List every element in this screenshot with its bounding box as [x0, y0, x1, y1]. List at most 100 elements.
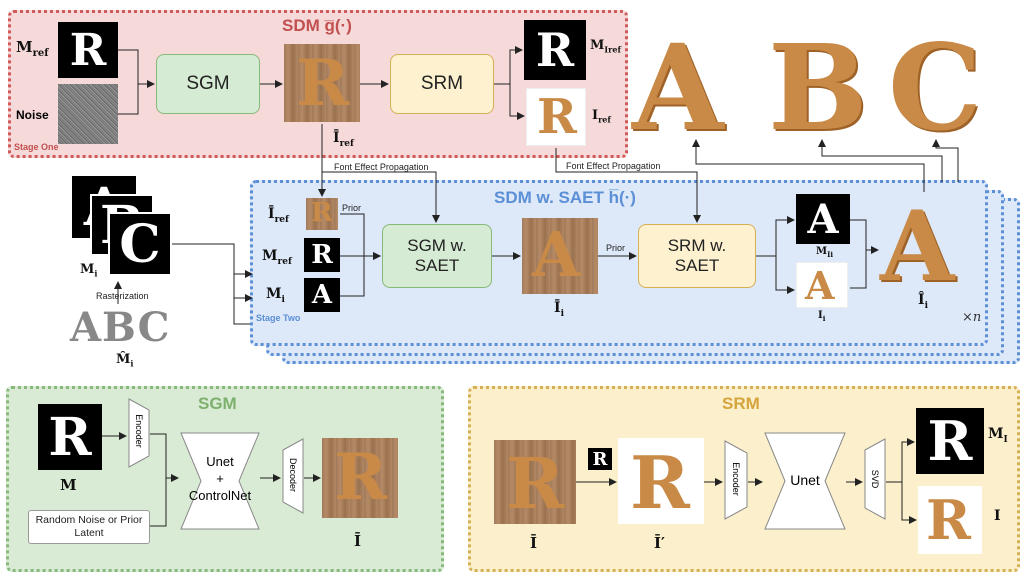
srm-encoder: Encoder: [724, 440, 748, 520]
sgm-detail-title: SGM: [198, 394, 237, 413]
srm-output-mask-label: MI: [988, 426, 1008, 445]
srm-mid-image: R: [618, 438, 704, 524]
arrow-prop-srm: [555, 148, 701, 223]
sgm-output-image: R: [322, 438, 398, 518]
stage-two-final-label: Îi: [918, 292, 928, 311]
sgm-noise-box: Random Noise or Prior Latent: [28, 510, 150, 544]
arrow-srm-to-img: [509, 84, 525, 120]
srm-mid-glyph: R: [630, 440, 690, 524]
stage-two-mref-mask: R: [304, 238, 340, 272]
rasterization-caption: Rasterization: [96, 291, 149, 301]
arrow-srm-to-mask: [494, 46, 523, 85]
stage-two-srm-saet-label: SRM w. SAET: [667, 235, 727, 275]
arrow-raster-to-loop: [233, 298, 250, 325]
arrow-raster-to-mi: [233, 274, 253, 302]
raster-mask-c: C: [108, 212, 172, 276]
stage-one-generated-image: R: [284, 44, 360, 122]
stage-one-output-mask: R: [524, 20, 586, 80]
stage-two-final-image: A: [880, 190, 955, 303]
stage-two-iref-glyph: R: [311, 198, 333, 228]
stage-two-mi-mask: A: [304, 278, 340, 312]
stage-one-out-mask-label: MIref: [590, 38, 621, 55]
sgm-unet: Unet + ControlNet: [180, 432, 260, 530]
arrow-srm2-to-img: [775, 256, 795, 294]
arrow-mref-to-sgm: [118, 49, 155, 88]
stage-one-sgm: SGM: [156, 54, 260, 114]
arrow-srm2-to-mask: [756, 216, 795, 257]
stage-two-generated-glyph: A: [532, 218, 581, 291]
stage-two-output-croissant-glyph: A: [805, 263, 835, 308]
srm-small-mask: R: [588, 448, 612, 470]
sgm-noise-box-label: Random Noise or Prior Latent: [35, 513, 143, 539]
stage-two-gen-label: Īi: [554, 300, 564, 319]
srm-unet-shape: [764, 432, 846, 530]
stage-two-mref-label: Mref: [262, 248, 292, 267]
srm-encoder-shape: [724, 440, 748, 520]
srm-mid-label: Ī′: [654, 534, 665, 552]
srm-detail-title: SRM: [722, 394, 760, 413]
arrow-noise-to-unet: [150, 478, 167, 527]
stage-one-output-croissant-glyph: R: [537, 89, 577, 145]
arrow-enc-to-unet: [150, 433, 179, 482]
arrow-outputs-to-final-2: [850, 250, 867, 289]
stage-two-repeat-label: ×n: [962, 310, 982, 325]
srm-input-label: Ī: [530, 534, 538, 552]
arrow-final-to-c: [932, 139, 959, 182]
noise-image: [58, 84, 118, 144]
srm-svd-shape: [864, 438, 886, 520]
stage-two-prior2-label: Prior: [606, 243, 626, 253]
srm-unet-label: Unet: [790, 472, 820, 488]
stage-two-iref-image: R: [306, 198, 338, 230]
arrow-prior-to-sgm: [340, 213, 381, 260]
sgm-encoder-shape: [128, 398, 150, 468]
stage-two-iref-label: Īref: [268, 206, 289, 225]
sgm-unet-shape: [180, 432, 260, 530]
stage-two-out-img-label: Ii: [818, 310, 826, 323]
stage-two-panel: [250, 180, 988, 346]
srm-input-glyph: R: [506, 442, 565, 524]
stage-one-gen-label: Īref: [333, 130, 354, 149]
arrow-svd-to-img: [901, 482, 917, 524]
srm-output-label: I: [994, 508, 1001, 524]
stage-one-croissant-glyph: R: [296, 46, 350, 121]
sgm-output-label: Ī: [354, 532, 362, 550]
arrow-svd-to-mask: [886, 438, 915, 483]
arrow-mi-to-sgm: [340, 256, 365, 297]
stage-two-sgm-saet-label: SGM w. SAET: [407, 235, 467, 275]
stage-two-caption: Stage Two: [256, 313, 301, 323]
result-letter-a: A: [632, 18, 724, 157]
srm-svd: SVD: [864, 438, 886, 520]
srm-output-image: R: [918, 486, 982, 554]
stage-two-sgm-saet: SGM w. SAET: [382, 224, 492, 288]
sgm-unet-label: Unet + ControlNet: [188, 454, 252, 503]
arrow-prop-sgm: [322, 171, 440, 223]
srm-output-mask: R: [916, 408, 984, 474]
propagation-left-label: Font Effect Propagation: [334, 162, 429, 172]
arrow-final-to-b: [818, 139, 943, 182]
stage-two-generated-image: A: [522, 218, 598, 294]
stage-two-mi-label: Mi: [266, 286, 285, 305]
stage-two-output-mask: A: [796, 194, 850, 244]
stage-two-title: SDM w. SAET h̅(·): [494, 188, 636, 207]
vector-glyphs-text: ABC: [70, 304, 171, 351]
stage-one-title: SDM g̅(·): [282, 16, 352, 35]
srm-unet: Unet: [764, 432, 846, 530]
sgm-decoder: Decoder: [282, 438, 304, 514]
result-letter-b: B: [768, 18, 868, 157]
sgm-detail-mask: R: [38, 404, 102, 470]
stage-one-caption: Stage One: [14, 142, 59, 152]
sgm-output-glyph: R: [334, 440, 388, 515]
noise-label: Noise: [16, 108, 49, 122]
arrow-final-to-a: [692, 139, 925, 192]
raster-mask-label: Mi: [80, 262, 98, 279]
stage-two-output-image: A: [796, 262, 848, 308]
stage-one-srm: SRM: [390, 54, 494, 114]
stage-two-prior-label: Prior: [342, 203, 362, 213]
arrow-noise-to-sgm: [118, 84, 139, 115]
result-letter-c: C: [888, 18, 982, 157]
propagation-right-label: Font Effect Propagation: [566, 161, 661, 171]
srm-output-glyph: R: [926, 488, 971, 552]
stage-one-out-img-label: Iref: [592, 108, 611, 125]
stage-one-output-image: R: [526, 88, 586, 146]
